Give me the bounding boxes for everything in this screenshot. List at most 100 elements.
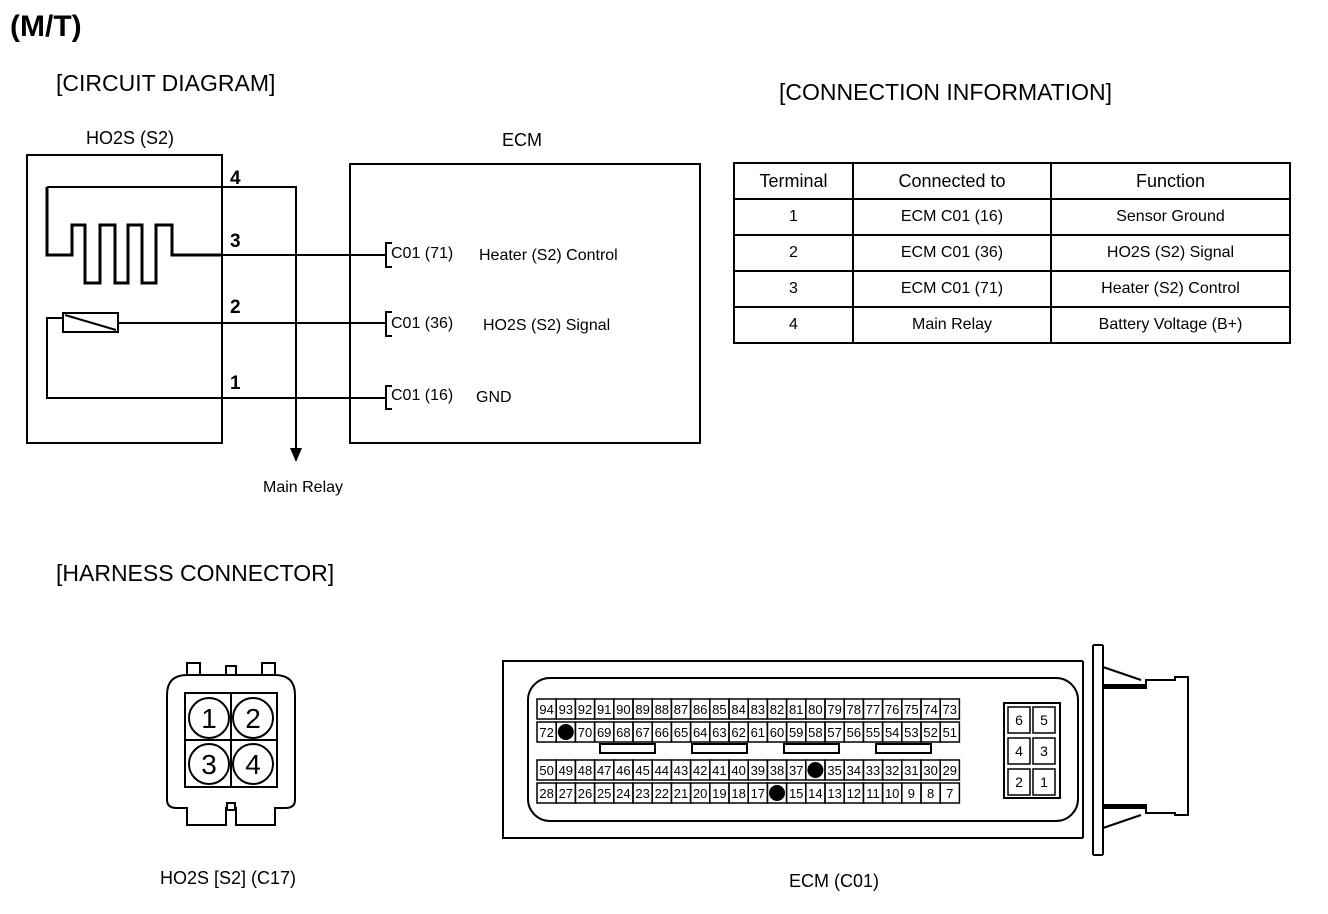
ecm-pin-45: 45: [635, 763, 649, 778]
col-function: Function: [1050, 162, 1291, 200]
ecm-pin-20: 20: [693, 786, 707, 801]
ecm-pin-7: 7: [946, 786, 953, 801]
ecm-pin-10: 10: [885, 786, 899, 801]
ecm-pin-85: 85: [712, 702, 726, 717]
ecm-pin-42: 42: [693, 763, 707, 778]
ecm-conn-name-16: GND: [476, 389, 512, 406]
sensor-pin-3: 3: [201, 749, 217, 780]
ecm-pin-66: 66: [655, 725, 669, 740]
cell-terminal: 2: [733, 234, 854, 272]
ecm-pin-92: 92: [578, 702, 592, 717]
ecm-pin-63: 63: [712, 725, 726, 740]
ecm-pin-19: 19: [712, 786, 726, 801]
cell-function: Heater (S2) Control: [1050, 270, 1291, 308]
pin-2-label: 2: [230, 297, 241, 318]
sensor-pin-2: 2: [245, 703, 261, 734]
ecm-pin-9: 9: [908, 786, 915, 801]
ecm-connector-drawing: [502, 644, 1189, 856]
sensor-pin-4: 4: [245, 749, 261, 780]
ecm-pin-cell: [939, 759, 961, 781]
ecm-pin-75: 75: [904, 702, 918, 717]
ecm-pin-32: 32: [885, 763, 899, 778]
ecm-pin-64: 64: [693, 725, 707, 740]
ecm-pin-cell: [939, 721, 961, 743]
circuit-diagram-heading: [CIRCUIT DIAGRAM]: [56, 70, 276, 96]
ecm-side-pin-cell: [1007, 706, 1031, 734]
ecm-side-pin-2: 2: [1015, 774, 1023, 790]
ecm-pin-52: 52: [923, 725, 937, 740]
ecm-side-pin-cell: [1032, 737, 1056, 765]
ecm-pin-76: 76: [885, 702, 899, 717]
ecm-side-pin-4: 4: [1015, 743, 1023, 759]
ecm-conn-code-71: C01 (71): [391, 245, 454, 262]
ecm-pin-44: 44: [655, 763, 669, 778]
table-row: 2 ECM C01 (36) HO2S (S2) Signal: [733, 234, 1291, 272]
ecm-side-pin-1: 1: [1040, 774, 1048, 790]
ecm-pin-61: 61: [751, 725, 765, 740]
ecm-pin-27: 27: [559, 786, 573, 801]
ecm-side-pin-6: 6: [1015, 712, 1023, 728]
col-terminal: Terminal: [733, 162, 854, 200]
ecm-pin-86: 86: [693, 702, 707, 717]
ecm-pin-73: 73: [943, 702, 957, 717]
ecm-pin-49: 49: [559, 763, 573, 778]
sensor-box: [26, 154, 223, 444]
ecm-pin-41: 41: [712, 763, 726, 778]
sensor-connector-label: HO2S [S2] (C17): [160, 868, 297, 888]
ecm-pin-51: 51: [943, 725, 957, 740]
ecm-pin-54: 54: [885, 725, 899, 740]
col-connected-to: Connected to: [852, 162, 1052, 200]
pin-3-label: 3: [230, 231, 241, 252]
ecm-pin-17: 17: [751, 786, 765, 801]
ecm-pin-35: 35: [827, 763, 841, 778]
ecm-label: ECM: [502, 130, 542, 150]
harness-connector-heading: [HARNESS CONNECTOR]: [56, 560, 335, 586]
ecm-pin-94: 94: [539, 702, 553, 717]
ecm-conn-code-16: C01 (16): [391, 387, 454, 404]
ecm-pin-cell: [939, 782, 961, 804]
ecm-pin-12: 12: [847, 786, 861, 801]
ecm-pin-37: 37: [789, 763, 803, 778]
ecm-pin-22: 22: [655, 786, 669, 801]
ecm-pin-13: 13: [827, 786, 841, 801]
relay-arrow: [290, 448, 302, 462]
ecm-side-pin-3: 3: [1040, 743, 1048, 759]
ecm-pin-55: 55: [866, 725, 880, 740]
ecm-pin-68: 68: [616, 725, 630, 740]
sensor-pin-circle: [188, 697, 230, 739]
heater-element: [45, 187, 222, 285]
ecm-box: [349, 163, 701, 444]
ecm-conn-name-36: HO2S (S2) Signal: [483, 317, 611, 334]
ecm-pin-38: 38: [770, 763, 784, 778]
ecm-pin-58: 58: [808, 725, 822, 740]
ecm-pin-23: 23: [635, 786, 649, 801]
connection-table: Terminal Connected to Function 1 ECM C01…: [733, 162, 1291, 344]
sensor-pin-circle: [188, 743, 230, 785]
ecm-side-pin-cell: [1007, 737, 1031, 765]
ecm-pin-46: 46: [616, 763, 630, 778]
ecm-pin-60: 60: [770, 725, 784, 740]
cell-terminal: 3: [733, 270, 854, 308]
sensor-connector-drawing: [166, 662, 296, 826]
ecm-conn-code-36: C01 (36): [391, 315, 454, 332]
ecm-pin-14: 14: [808, 786, 822, 801]
ecm-pin-30: 30: [923, 763, 937, 778]
pin1-return: [46, 317, 386, 399]
ecm-pin-93: 93: [559, 702, 573, 717]
ecm-pin-62: 62: [731, 725, 745, 740]
ecm-pin-90: 90: [616, 702, 630, 717]
ecm-side-pin-cell: [1032, 706, 1056, 734]
cell-terminal: 1: [733, 198, 854, 236]
ecm-pin-50: 50: [539, 763, 553, 778]
ecm-pin-33: 33: [866, 763, 880, 778]
ecm-pin-39: 39: [751, 763, 765, 778]
ecm-pin-77: 77: [866, 702, 880, 717]
cell-function: Sensor Ground: [1050, 198, 1291, 236]
table-row: 4 Main Relay Battery Voltage (B+): [733, 306, 1291, 344]
ecm-pin-40: 40: [731, 763, 745, 778]
ecm-pin-16-marker: [769, 785, 785, 801]
ecm-pin-36-marker: [807, 762, 824, 778]
ecm-pin-57: 57: [827, 725, 841, 740]
